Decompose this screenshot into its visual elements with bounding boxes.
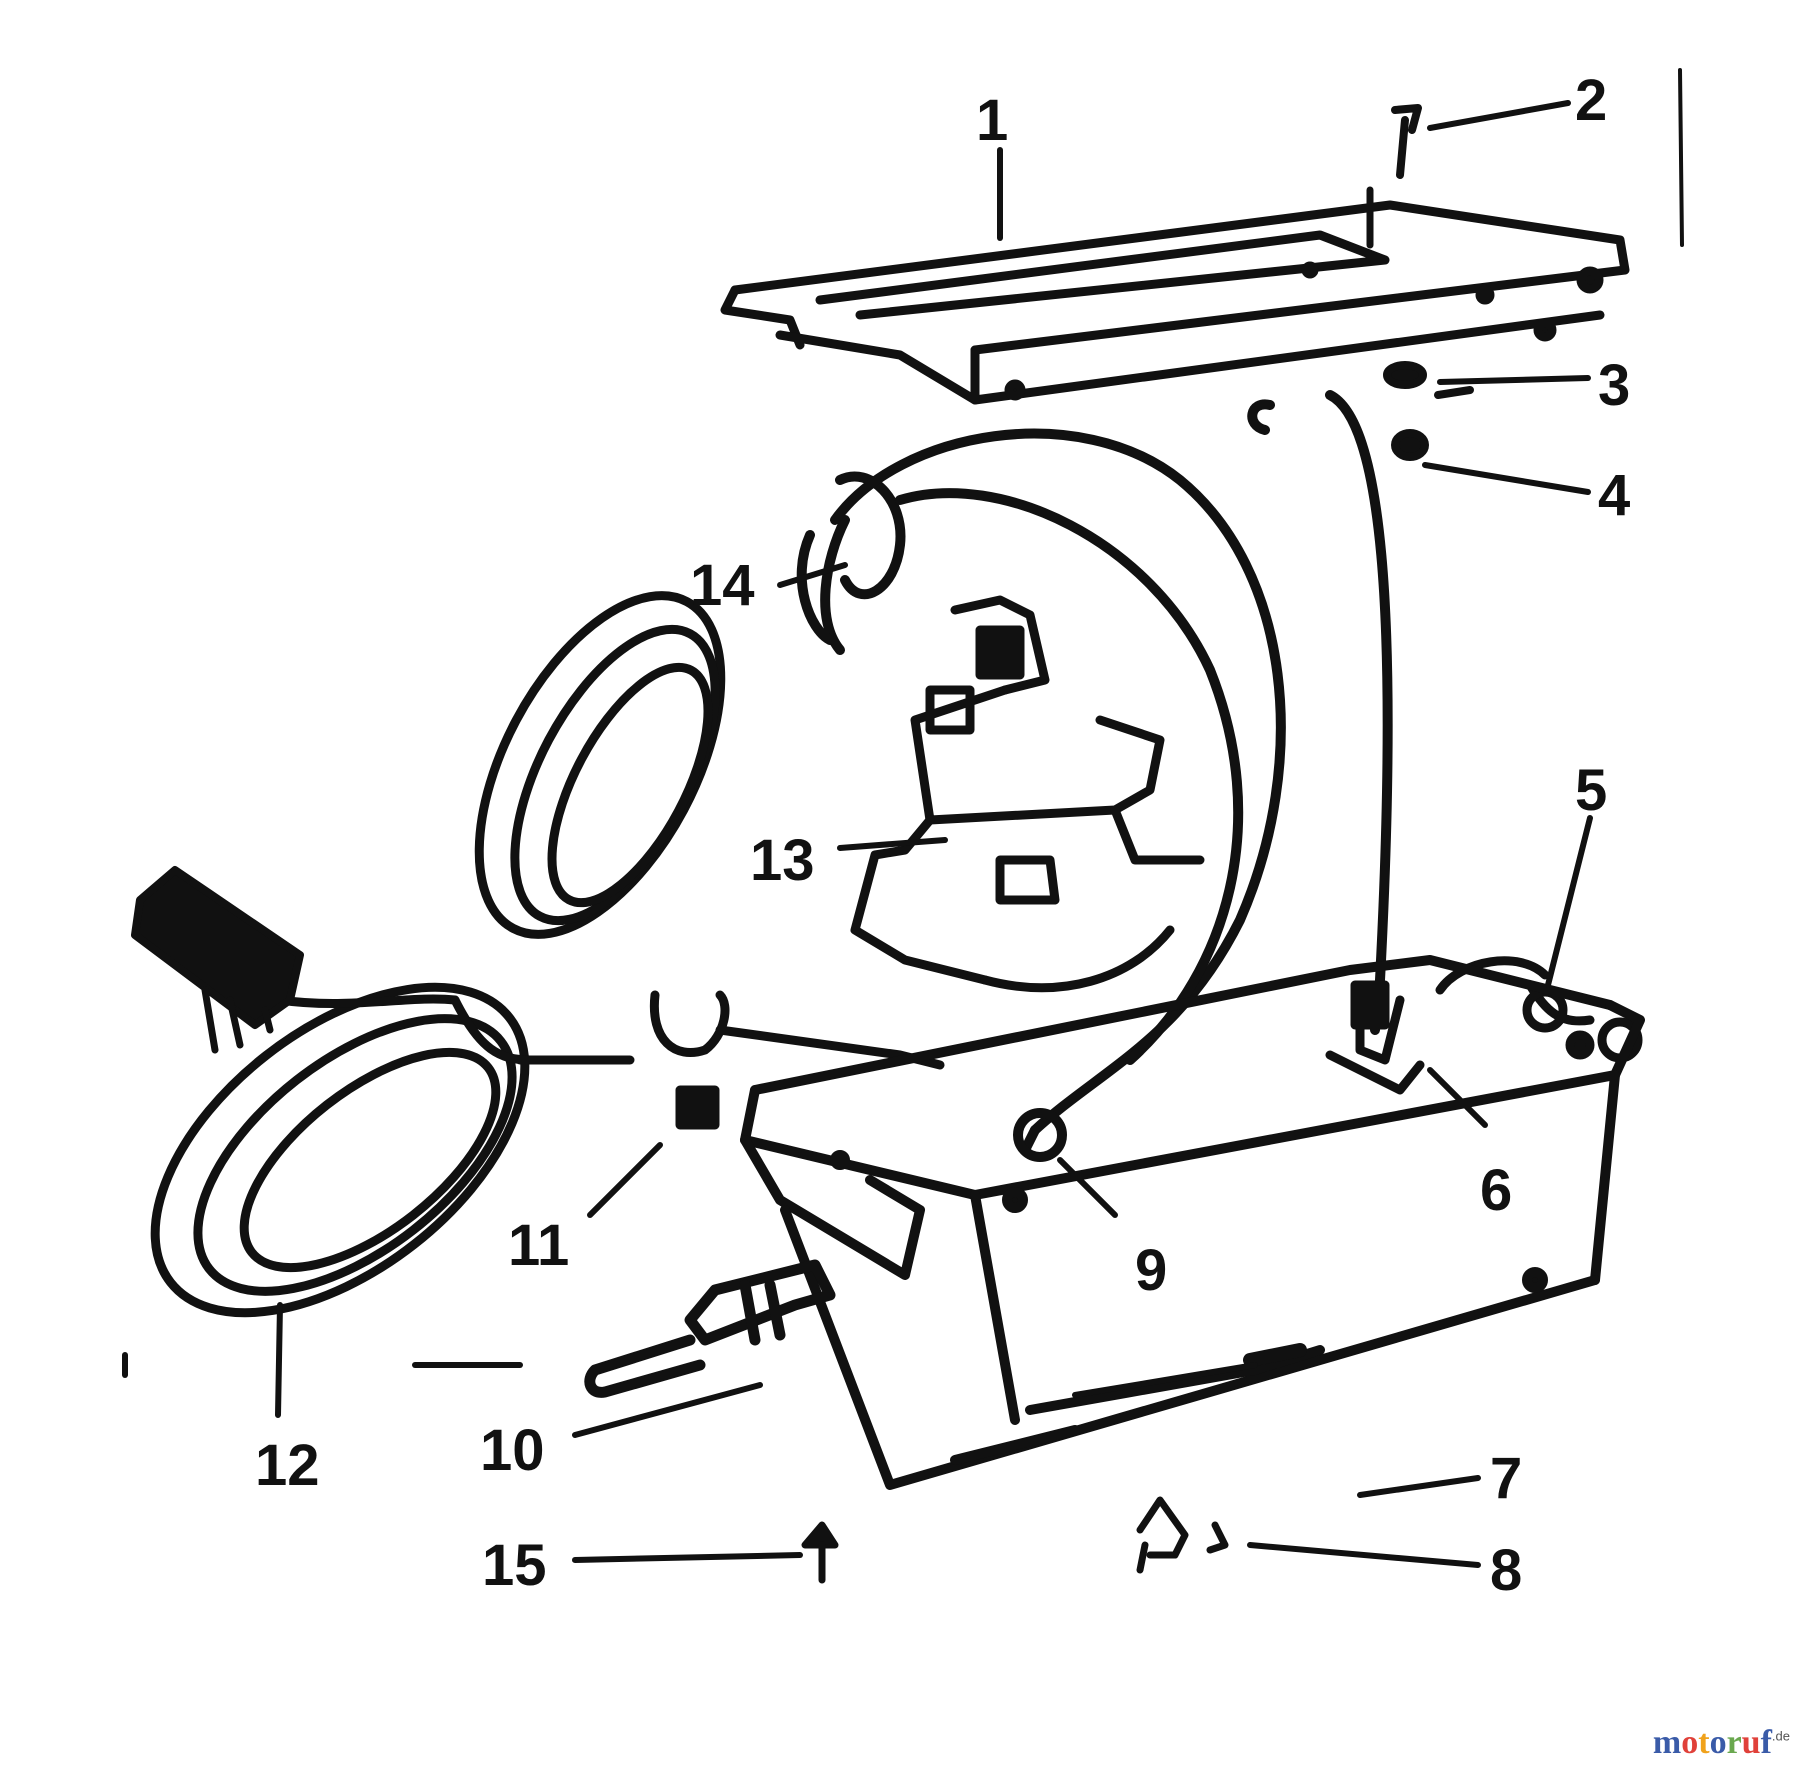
nut-washer-part-3-4 [1383, 361, 1474, 461]
callout-9: 9 [1135, 1238, 1167, 1303]
cord-clamp-part-11 [649, 990, 945, 1130]
callout-12: 12 [255, 1433, 320, 1498]
cord-plug [131, 866, 304, 1054]
callout-2: 2 [1575, 68, 1607, 133]
callout-1: 1 [976, 88, 1008, 153]
watermark-letter: o [1681, 1724, 1699, 1761]
switch-part-13 [850, 595, 1205, 993]
small-hardware [801, 1496, 1229, 1584]
watermark-logo: motoruf.de [1653, 1724, 1790, 1762]
watermark-letter: u [1741, 1724, 1761, 1761]
callout-10: 10 [480, 1418, 545, 1483]
edge-mark [1678, 68, 1684, 247]
callout-labels: 1 2 3 4 5 6 7 8 9 10 11 12 13 14 15 [255, 68, 1630, 1603]
callout-7: 7 [1490, 1446, 1522, 1511]
callout-14: 14 [690, 553, 755, 618]
harness-clip-part-14 [796, 390, 1393, 1035]
watermark-letter: t [1698, 1724, 1710, 1761]
leader-lines [122, 100, 1593, 1568]
callout-3: 3 [1598, 353, 1630, 418]
callout-8: 8 [1490, 1538, 1522, 1603]
watermark-letter: r [1726, 1724, 1742, 1761]
watermark-letter: f [1760, 1724, 1772, 1761]
extension-cord-part-12 [150, 591, 726, 1318]
screw-part-2 [1391, 104, 1422, 179]
callout-5: 5 [1575, 758, 1607, 823]
watermark-suffix: .de [1771, 1728, 1790, 1744]
callout-6: 6 [1480, 1158, 1512, 1223]
watermark-letter: m [1652, 1724, 1682, 1761]
callout-15: 15 [482, 1533, 547, 1598]
terminal-part-5-6 [1325, 956, 1643, 1095]
mounting-bracket-part-1 [720, 186, 1630, 405]
strain-relief-part-10 [584, 1259, 836, 1398]
watermark-letter: o [1709, 1724, 1727, 1761]
callout-13: 13 [750, 828, 815, 893]
callout-4: 4 [1598, 463, 1630, 528]
callout-11: 11 [508, 1213, 569, 1278]
